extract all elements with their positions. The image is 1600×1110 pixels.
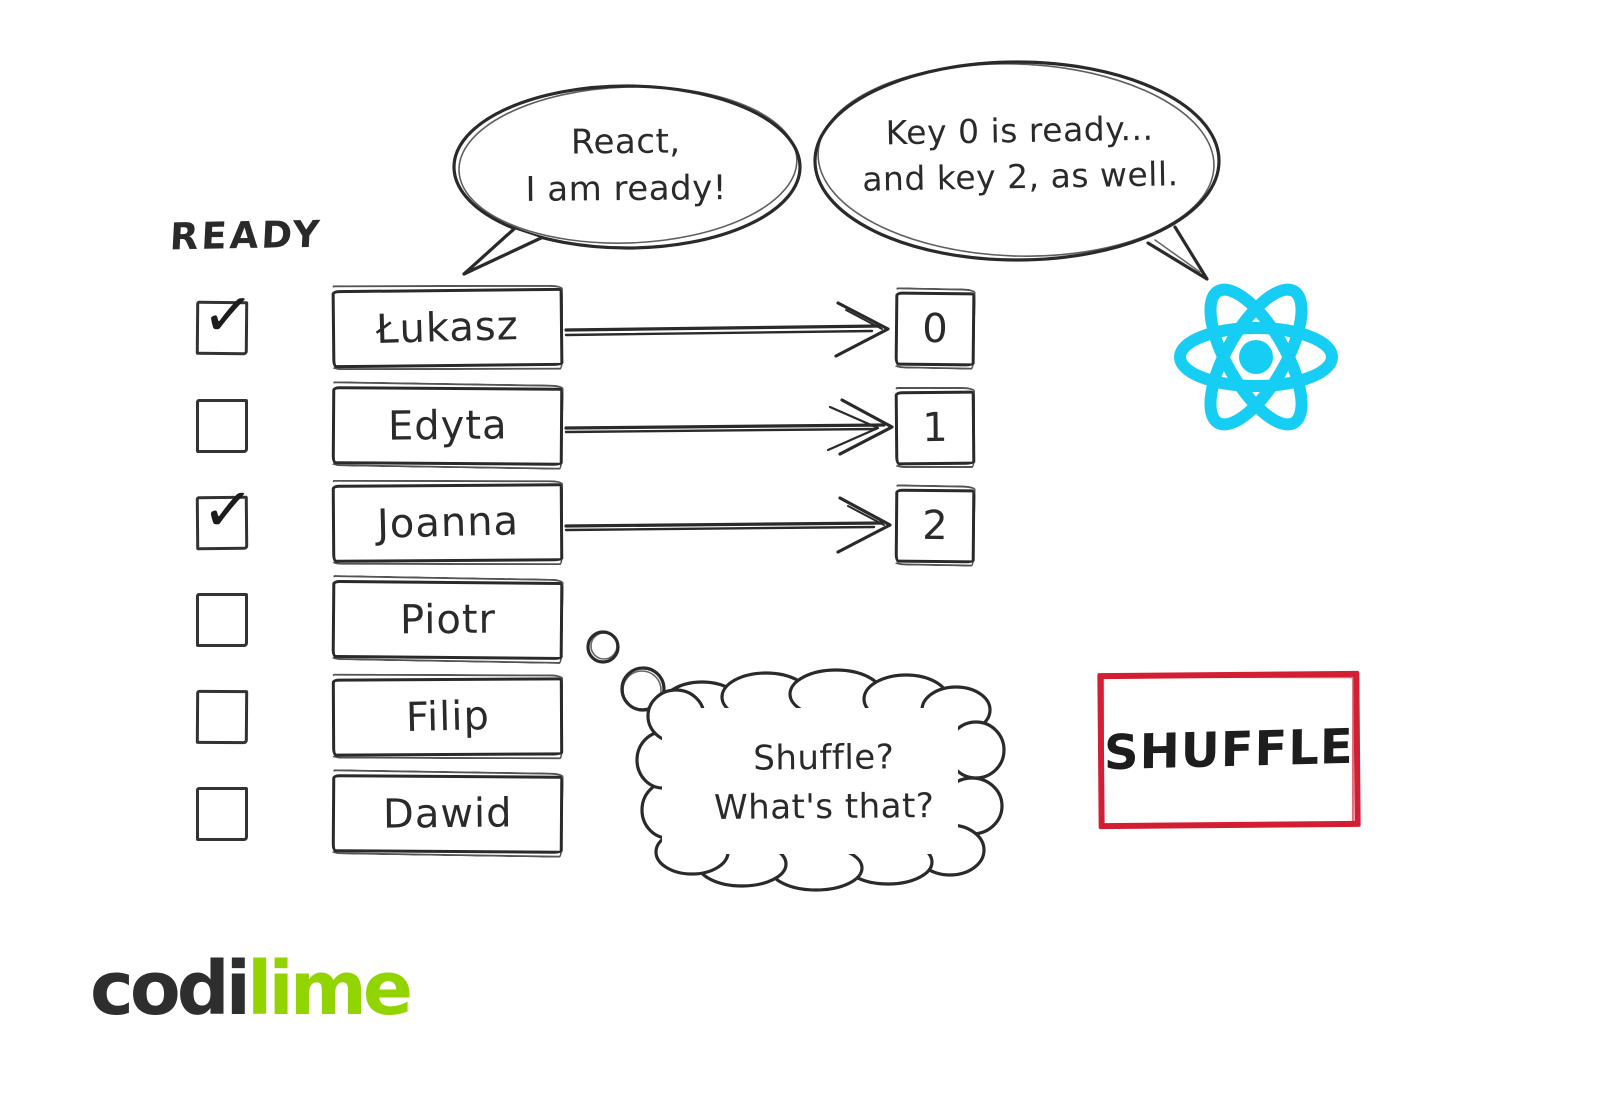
key-box-1: 1	[894, 390, 976, 466]
check-icon: ✓	[199, 276, 257, 353]
ready-checkbox-dawid[interactable]: ✓	[196, 787, 248, 841]
speech-line: and key 2, as well.	[861, 154, 1179, 199]
speech-line: Key 0 is ready...	[885, 108, 1154, 153]
name-box-dawid: Dawid	[331, 774, 564, 854]
speech-bubble-react-text: Key 0 is ready... and key 2, as well.	[861, 105, 1179, 203]
speech-bubble-list-item-text: React, I am ready!	[525, 118, 727, 214]
speech-line: I am ready!	[525, 168, 728, 210]
key-box-2: 2	[894, 488, 976, 564]
key-label: 1	[922, 404, 948, 452]
ready-checkbox-piotr[interactable]: ✓	[196, 593, 248, 647]
speech-bubble-react	[813, 60, 1221, 281]
speech-line: React,	[570, 121, 681, 163]
thought-line: Shuffle?	[753, 737, 895, 779]
ready-checkbox-joanna[interactable]: ✓	[195, 471, 256, 551]
thought-trail-circles	[586, 630, 666, 712]
name-label: Piotr	[399, 596, 496, 644]
thought-line: What's that?	[713, 786, 935, 828]
codilime-logo: codilime	[90, 952, 413, 1026]
name-box-lukasz: Łukasz	[331, 287, 564, 369]
name-box-joanna: Joanna	[331, 483, 564, 563]
key-label: 0	[922, 305, 948, 353]
codilime-logo-codi: codi	[90, 946, 251, 1032]
ready-checkbox-edyta[interactable]: ✓	[196, 399, 248, 453]
thought-bubble-cloud	[635, 668, 1006, 892]
react-logo-icon	[1174, 283, 1338, 431]
ready-checkbox-lukasz[interactable]: ✓	[195, 276, 257, 356]
name-box-filip: Filip	[331, 677, 564, 757]
name-label: Filip	[405, 693, 490, 741]
speech-bubble-list-item	[452, 84, 802, 276]
arrow-edyta-to-key1	[564, 398, 894, 456]
codilime-logo-lime: lime	[247, 946, 413, 1032]
name-label: Łukasz	[375, 303, 520, 353]
name-label: Edyta	[387, 402, 508, 450]
name-box-edyta: Edyta	[331, 386, 564, 466]
key-box-0: 0	[894, 291, 976, 367]
name-label: Dawid	[382, 790, 513, 838]
ready-heading: READY	[168, 212, 324, 259]
shuffle-button-label: SHUFFLE	[1103, 718, 1355, 782]
speech-bubble-tail	[462, 227, 543, 276]
name-box-piotr: Piotr	[331, 579, 564, 661]
key-label: 2	[922, 502, 948, 550]
arrow-lukasz-to-key0	[564, 301, 890, 358]
shuffle-button[interactable]: SHUFFLE	[1097, 670, 1361, 830]
ready-checkbox-filip[interactable]: ✓	[195, 689, 249, 745]
name-label: Joanna	[375, 498, 520, 548]
arrow-joanna-to-key2	[564, 496, 892, 554]
thought-bubble-text: Shuffle? What's that?	[713, 733, 935, 833]
check-icon: ✓	[199, 471, 257, 548]
